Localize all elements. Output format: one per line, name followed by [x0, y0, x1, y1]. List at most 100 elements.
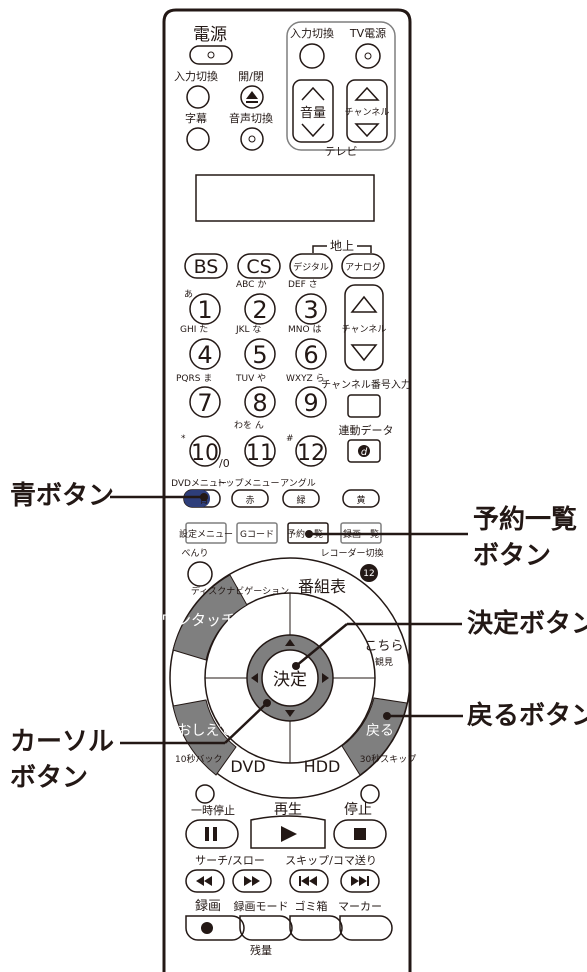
letters-8: TUV や	[235, 373, 266, 384]
record-button[interactable]	[185, 915, 245, 941]
enter-key-label: 決定	[273, 670, 307, 690]
channel-number-input-button[interactable]	[347, 394, 381, 418]
play-button[interactable]	[250, 815, 326, 849]
stop-icon	[354, 828, 366, 840]
analog-button[interactable]	[341, 253, 385, 279]
letters-4: GHI た	[180, 324, 208, 335]
power-label: 電源	[193, 25, 227, 45]
enter-button[interactable]	[261, 649, 319, 707]
tv-input-button[interactable]	[299, 43, 325, 69]
hdd-label: HDD	[304, 757, 341, 776]
letters-7: PQRS ま	[176, 373, 212, 384]
letters-5: JKL な	[235, 324, 261, 335]
tv-power-button[interactable]	[355, 43, 381, 69]
kochira-label: こちら	[364, 639, 403, 654]
stop-button[interactable]	[333, 819, 387, 849]
letters-9: WXYZ ら	[286, 373, 325, 384]
volume-rocker[interactable]	[292, 79, 334, 143]
yellow-key-label: 黄	[356, 494, 365, 506]
number-pad: 1 あ 2 ABC か 3 DEF さ 4 GHI た 5 JKL な 6 MN…	[176, 279, 327, 470]
volume-label: 音量	[300, 105, 326, 121]
digit-1-button[interactable]	[189, 293, 221, 325]
rec-mode-button[interactable]	[239, 915, 293, 941]
return-key-label: 戻る	[366, 723, 394, 739]
tv-channel-rocker[interactable]	[346, 79, 388, 143]
input-switch-button[interactable]	[186, 85, 210, 109]
red-key-label: 赤	[245, 495, 254, 506]
oshiete-label: おしえて	[177, 723, 232, 739]
digit-3-button[interactable]	[295, 293, 327, 325]
channel-rocker[interactable]	[344, 284, 384, 371]
digit-5: 5	[252, 341, 267, 369]
search-slow-label: サーチ/スロー	[195, 854, 265, 867]
channel-down-icon	[350, 344, 378, 362]
tv-input-label: 入力切換	[290, 27, 334, 40]
eject-icon	[246, 91, 258, 103]
digital-button[interactable]	[289, 253, 333, 279]
recorder-switch-label: レコーダー切換	[320, 547, 383, 559]
open-close-button[interactable]	[240, 85, 264, 109]
skip-forward-button[interactable]	[340, 869, 380, 893]
remaining-label: 残量	[250, 943, 272, 957]
benri-button[interactable]	[187, 561, 213, 587]
digit-5-button[interactable]	[244, 338, 276, 370]
yellow-button[interactable]	[342, 489, 380, 508]
enter-callout: 決定ボタン	[467, 609, 587, 639]
power-button[interactable]	[189, 45, 233, 65]
digit-11-button[interactable]	[244, 435, 276, 467]
digit-2-button[interactable]	[244, 293, 276, 325]
green-button[interactable]	[282, 489, 320, 508]
trash-button[interactable]	[289, 915, 343, 941]
digit-3: 3	[303, 296, 318, 324]
return-callout: 戻るボタン	[467, 701, 587, 731]
one-touch-rec-key[interactable]	[172, 574, 248, 661]
fast-forward-button[interactable]	[232, 869, 272, 893]
topback-button[interactable]	[195, 784, 215, 804]
audio-switch-button[interactable]	[240, 127, 264, 151]
recorder-switch-button[interactable]	[360, 564, 378, 582]
bs-label: BS	[194, 256, 219, 278]
dvd-menu-label: DVDメニュー	[171, 479, 227, 489]
data-link-label: 連動データ	[339, 423, 394, 437]
input-switch-label: 入力切換	[174, 70, 218, 83]
tv-power-label: TV電源	[349, 26, 386, 40]
reserve-callout-line1: 予約一覧	[473, 505, 578, 535]
sub-zero: /0	[219, 457, 230, 470]
red-button[interactable]	[231, 489, 269, 508]
skip-frame-label: スキップ/コマ送り	[285, 853, 377, 867]
skip30-button[interactable]	[360, 784, 380, 804]
digit-4: 4	[197, 341, 212, 369]
pause-button[interactable]	[185, 819, 239, 849]
digital-label: デジタル	[293, 261, 329, 273]
oshiete-key[interactable]	[172, 699, 237, 776]
marker-label: マーカー	[338, 900, 382, 913]
digit-6-button[interactable]	[295, 338, 327, 370]
cs-button[interactable]	[237, 253, 281, 279]
reserve-callout-line2: ボタン	[473, 541, 552, 571]
digit-9-button[interactable]	[295, 386, 327, 418]
play-label: 再生	[274, 802, 302, 818]
digit-10: 10	[191, 441, 219, 466]
quick-menu-button[interactable]	[185, 522, 227, 544]
digit-7-button[interactable]	[189, 386, 221, 418]
digit-8-button[interactable]	[244, 386, 276, 418]
cursor-right-icon	[322, 673, 329, 683]
channel-up-icon	[350, 295, 378, 313]
digit-2: 2	[252, 296, 267, 324]
subtitle-button[interactable]	[186, 127, 210, 151]
data-button[interactable]	[347, 439, 381, 463]
digit-12-button[interactable]	[295, 435, 327, 467]
letters-2: ABC か	[236, 279, 266, 290]
marker-button[interactable]	[339, 915, 393, 941]
digit-9: 9	[303, 389, 318, 417]
skip-back-button[interactable]	[289, 869, 329, 893]
digit-10-button[interactable]	[189, 435, 221, 467]
digit-8: 8	[252, 389, 267, 417]
cursor-down-icon	[285, 710, 295, 717]
bs-button[interactable]	[184, 253, 228, 279]
tv-channel-up-icon	[354, 86, 380, 101]
pause-label: 一時停止	[191, 803, 235, 817]
g-code-button[interactable]	[236, 522, 278, 544]
rewind-button[interactable]	[185, 869, 225, 893]
digit-4-button[interactable]	[189, 338, 221, 370]
